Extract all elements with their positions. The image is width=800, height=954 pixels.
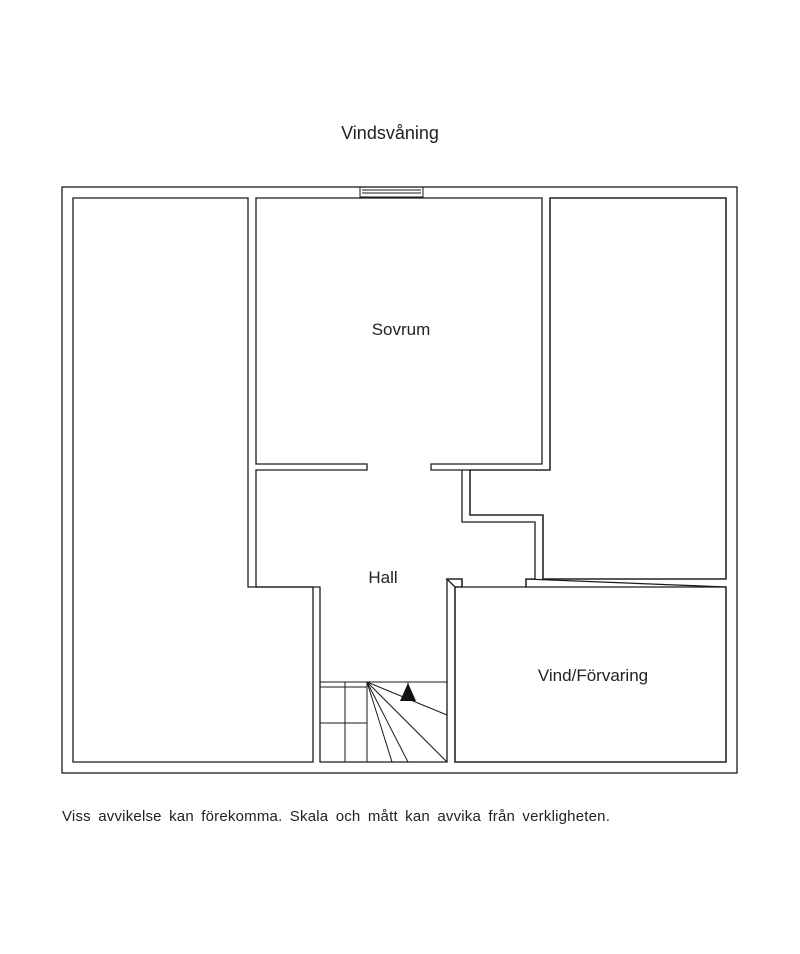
room-label-vind: Vind/Förvaring [538,666,648,685]
storage-room [445,578,727,763]
window [359,186,424,198]
stair-direction-arrow-icon [400,683,416,701]
left-eaves-room [72,197,314,763]
outer-wall [61,186,738,774]
disclaimer-text: Viss avvikelse kan förekomma. Skala och … [62,808,611,825]
plan-title: Vindsvåning [341,123,439,143]
room-label-hall: Hall [368,568,397,587]
room-label-sovrum: Sovrum [372,320,431,339]
bedroom-room [255,197,727,763]
right-eaves-room [469,197,727,580]
staircase [320,681,448,763]
